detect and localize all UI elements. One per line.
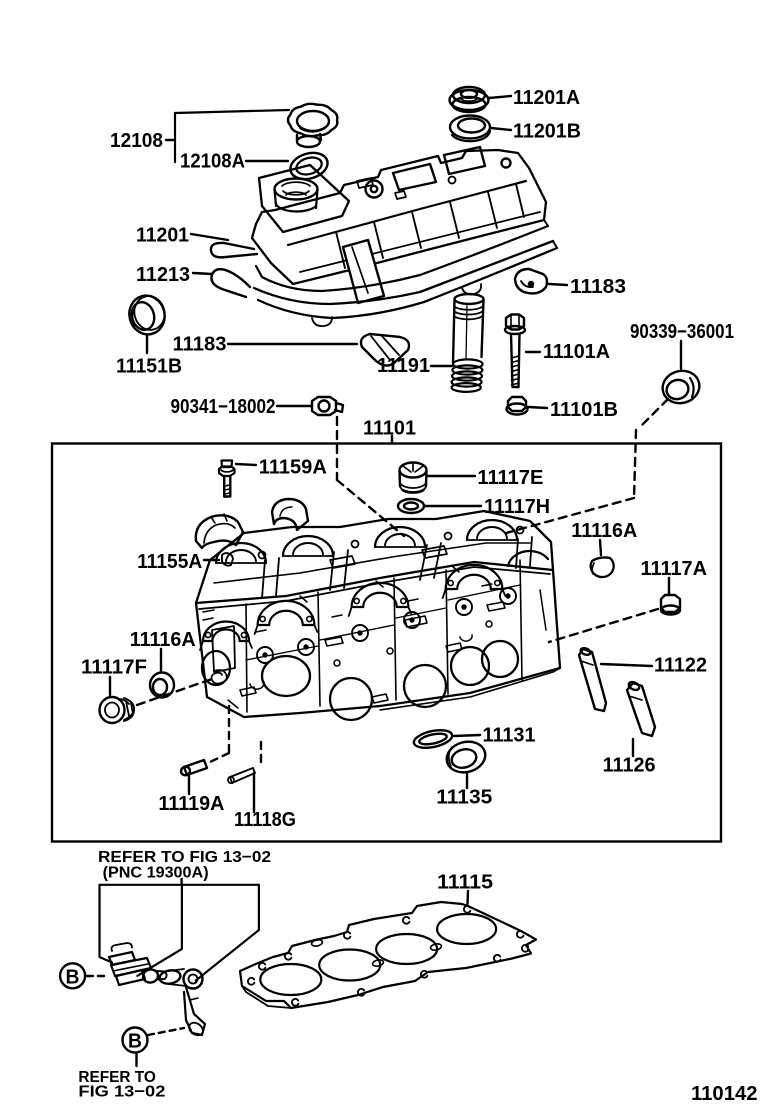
svg-text:12108A: 12108A xyxy=(180,151,245,173)
svg-text:11117H: 11117H xyxy=(484,496,550,518)
svg-text:11155A: 11155A xyxy=(137,551,202,573)
svg-text:11101B: 11101B xyxy=(550,399,618,421)
svg-text:11117F: 11117F xyxy=(81,657,147,679)
svg-text:11201A: 11201A xyxy=(513,87,580,109)
svg-text:90341−18002: 90341−18002 xyxy=(171,396,276,418)
svg-text:11201: 11201 xyxy=(136,225,189,247)
svg-text:11116A: 11116A xyxy=(130,629,196,651)
svg-text:110142: 110142 xyxy=(691,1083,758,1105)
svg-text:REFER TO: REFER TO xyxy=(78,1069,155,1086)
svg-text:11131: 11131 xyxy=(483,725,536,747)
svg-text:11116A: 11116A xyxy=(571,520,637,542)
svg-text:11101A: 11101A xyxy=(543,341,610,363)
svg-text:B: B xyxy=(128,1031,142,1053)
svg-text:90339−36001: 90339−36001 xyxy=(630,321,734,343)
svg-text:11213: 11213 xyxy=(136,264,190,286)
svg-text:11119A: 11119A xyxy=(158,793,224,815)
svg-text:11183: 11183 xyxy=(173,334,227,356)
svg-text:11117A: 11117A xyxy=(641,558,708,580)
svg-text:11126: 11126 xyxy=(603,755,656,777)
svg-text:11118G: 11118G xyxy=(234,809,296,831)
svg-text:12108: 12108 xyxy=(110,130,163,152)
svg-text:11115: 11115 xyxy=(437,872,493,894)
svg-text:REFER TO FIG 13−02: REFER TO FIG 13−02 xyxy=(98,849,271,866)
svg-text:11159A: 11159A xyxy=(259,456,327,478)
svg-text:B: B xyxy=(66,967,80,989)
svg-text:11151B: 11151B xyxy=(116,356,182,378)
svg-text:11117E: 11117E xyxy=(477,467,543,489)
svg-text:11135: 11135 xyxy=(436,787,492,809)
svg-text:11201B: 11201B xyxy=(513,121,581,143)
svg-text:(PNC 19300A): (PNC 19300A) xyxy=(103,865,209,882)
svg-text:11101: 11101 xyxy=(363,418,416,440)
svg-text:11183: 11183 xyxy=(570,276,626,298)
svg-text:FIG 13−02: FIG 13−02 xyxy=(78,1084,165,1101)
svg-text:11122: 11122 xyxy=(654,655,707,677)
